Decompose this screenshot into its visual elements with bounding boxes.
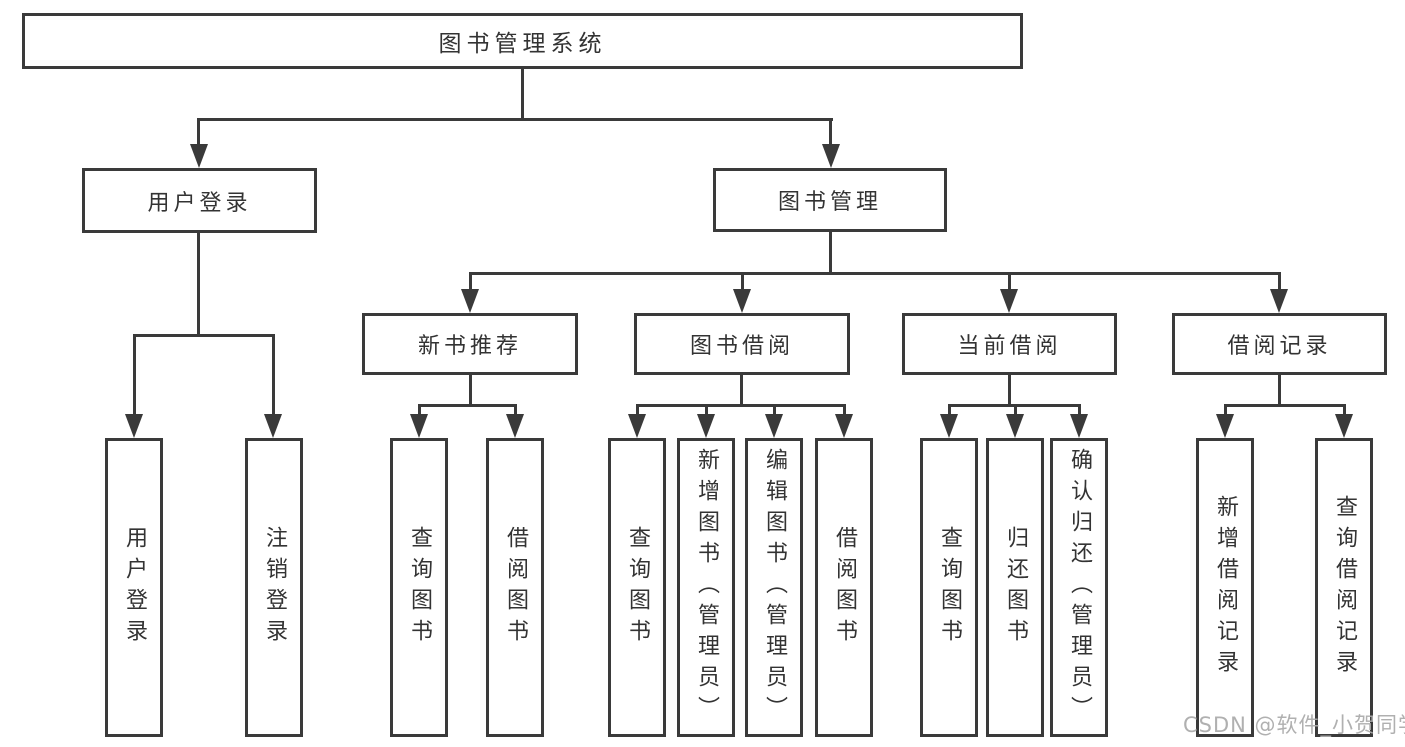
node-user-login: 用户登录	[82, 168, 317, 233]
arrow-down-icon	[190, 144, 208, 168]
leaf-user-login-label: 用户登录	[122, 525, 147, 650]
connector-sec1-bar	[636, 404, 846, 407]
arrow-down-icon	[1006, 414, 1024, 438]
connector-sec2-branch-3	[1078, 404, 1081, 418]
leaf-query-book-3: 查询图书	[920, 438, 978, 737]
leaf-borrow-book-2: 借阅图书	[815, 438, 873, 737]
leaf-query-book-1-label: 查询图书	[407, 525, 432, 650]
node-new-book-recommend: 新书推荐	[362, 313, 578, 375]
arrow-down-icon	[1335, 414, 1353, 438]
leaf-borrow-book-1: 借阅图书	[486, 438, 544, 737]
connector-sec1-branch-3	[773, 404, 776, 418]
leaf-return-book-label: 归还图书	[1003, 525, 1028, 650]
connector-root-stem	[521, 68, 524, 120]
leaf-borrow-book-2-label: 借阅图书	[832, 525, 857, 650]
watermark: CSDN @软件_小贺同学	[1183, 713, 1405, 737]
arrow-down-icon	[506, 414, 524, 438]
leaf-edit-book-admin-label: 编辑图书（管理员）	[762, 448, 787, 727]
connector-sec2-branch-2	[1014, 404, 1017, 418]
arrow-down-icon	[628, 414, 646, 438]
arrow-down-icon	[1216, 414, 1234, 438]
leaf-confirm-return-admin-label: 确认归还（管理员）	[1067, 448, 1092, 727]
arrow-down-icon	[1270, 289, 1288, 313]
node-borrow-records: 借阅记录	[1172, 313, 1387, 375]
arrow-down-icon	[697, 414, 715, 438]
connector-mgmt-branch-3	[1008, 272, 1011, 292]
connector-sec2-branch-1	[948, 404, 951, 418]
leaf-add-borrow-record: 新增借阅记录	[1196, 438, 1254, 737]
connector-sec1-branch-4	[843, 404, 846, 418]
connector-mgmt-stem	[829, 231, 832, 274]
leaf-edit-book-admin: 编辑图书（管理员）	[745, 438, 803, 737]
arrow-down-icon	[1000, 289, 1018, 313]
leaf-query-book-2-label: 查询图书	[625, 525, 650, 650]
connector-mgmt-branch-2	[741, 272, 744, 292]
connector-mgmt-bar	[469, 272, 1281, 275]
arrow-down-icon	[822, 144, 840, 168]
leaf-logout-label: 注销登录	[262, 525, 287, 650]
node-current-borrow: 当前借阅	[902, 313, 1117, 375]
arrow-down-icon	[1070, 414, 1088, 438]
leaf-query-book-1: 查询图书	[390, 438, 448, 737]
connector-user-bar	[133, 334, 275, 337]
leaf-logout: 注销登录	[245, 438, 303, 737]
node-book-borrow: 图书借阅	[634, 313, 850, 375]
connector-root-bar	[197, 118, 833, 121]
connector-sec3-branch-1	[1224, 404, 1227, 418]
arrow-down-icon	[264, 414, 282, 438]
connector-branch-mgmt	[829, 118, 832, 150]
connector-user-branch-2	[272, 334, 275, 416]
arrow-down-icon	[835, 414, 853, 438]
leaf-add-book-admin-label: 新增图书（管理员）	[694, 448, 719, 727]
leaf-add-book-admin: 新增图书（管理员）	[677, 438, 735, 737]
connector-sec3-bar	[1224, 404, 1346, 407]
leaf-confirm-return-admin: 确认归还（管理员）	[1050, 438, 1108, 737]
connector-user-stem	[197, 232, 200, 336]
arrow-down-icon	[125, 414, 143, 438]
connector-sec1-branch-1	[636, 404, 639, 418]
connector-sec1-stem	[740, 375, 743, 407]
arrow-down-icon	[461, 289, 479, 313]
connector-mgmt-branch-1	[469, 272, 472, 292]
leaf-return-book: 归还图书	[986, 438, 1044, 737]
node-book-management: 图书管理	[713, 168, 947, 232]
arrow-down-icon	[733, 289, 751, 313]
connector-sec3-branch-2	[1343, 404, 1346, 418]
leaf-query-book-3-label: 查询图书	[937, 525, 962, 650]
arrow-down-icon	[940, 414, 958, 438]
connector-sec2-stem	[1008, 375, 1011, 407]
leaf-add-borrow-record-label: 新增借阅记录	[1213, 494, 1238, 681]
arrow-down-icon	[410, 414, 428, 438]
leaf-borrow-book-1-label: 借阅图书	[503, 525, 528, 650]
connector-user-branch-1	[133, 334, 136, 416]
connector-mgmt-branch-4	[1278, 272, 1281, 292]
connector-sec0-branch-2	[514, 404, 517, 418]
leaf-user-login: 用户登录	[105, 438, 163, 737]
connector-sec3-stem	[1278, 375, 1281, 407]
leaf-query-book-2: 查询图书	[608, 438, 666, 737]
node-root: 图书管理系统	[22, 13, 1023, 69]
connector-sec0-stem	[469, 375, 472, 407]
leaf-query-borrow-record: 查询借阅记录	[1315, 438, 1373, 737]
connector-sec1-branch-2	[705, 404, 708, 418]
connector-branch-user	[197, 118, 200, 150]
connector-sec0-branch-1	[418, 404, 421, 418]
connector-sec0-bar	[418, 404, 517, 407]
leaf-query-borrow-record-label: 查询借阅记录	[1332, 494, 1357, 681]
arrow-down-icon	[765, 414, 783, 438]
